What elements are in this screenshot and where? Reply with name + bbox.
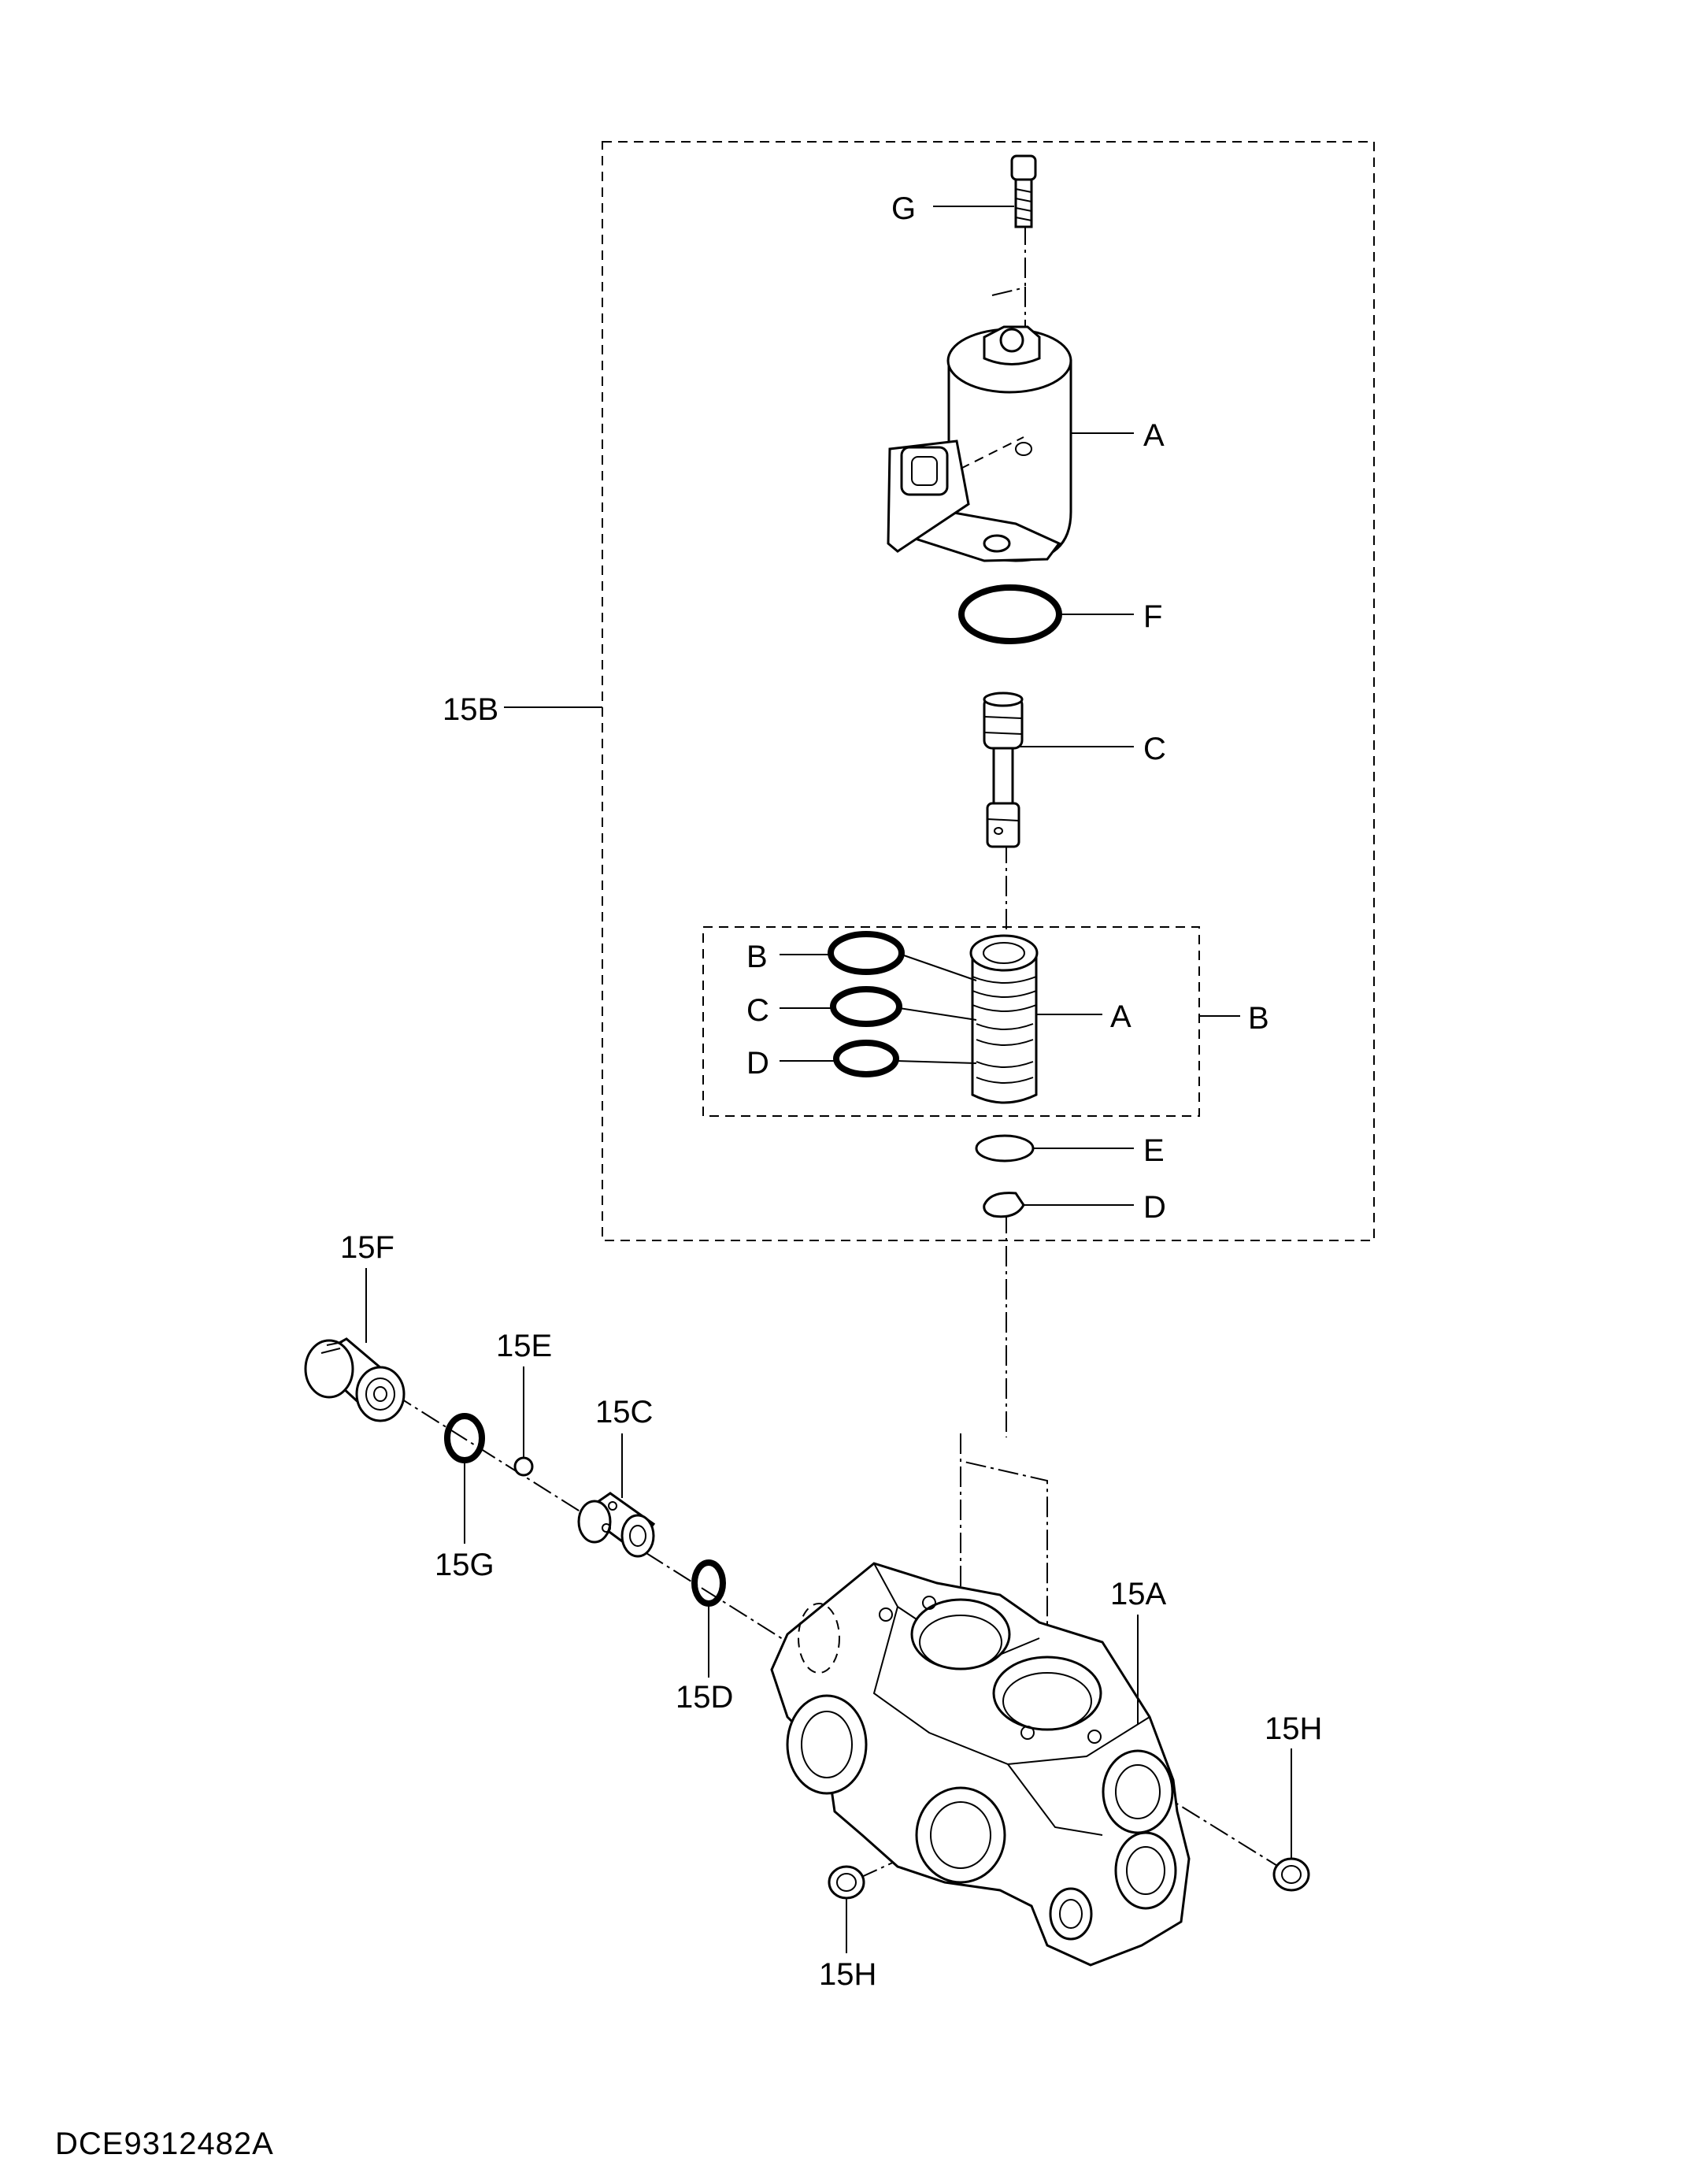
spool-c xyxy=(983,692,1024,848)
label-g: G xyxy=(891,191,916,226)
o-ring-15d xyxy=(691,1559,726,1607)
seal-ring-b xyxy=(828,931,905,975)
label-15h-bottom: 15H xyxy=(819,1957,876,1992)
label-15c: 15C xyxy=(595,1395,653,1429)
group-15b-box xyxy=(602,141,1375,1241)
leader-lines xyxy=(365,206,1292,1953)
label-b-ring: B xyxy=(746,940,768,974)
group-b-box xyxy=(702,926,1200,1117)
seal-ring-c xyxy=(830,986,902,1027)
label-a-sleeve: A xyxy=(1110,999,1131,1034)
label-15b: 15B xyxy=(443,692,498,727)
clip-d xyxy=(983,1192,1025,1218)
label-c-spool: C xyxy=(1143,732,1166,766)
label-d-clip: D xyxy=(1143,1190,1166,1225)
label-e: E xyxy=(1143,1133,1165,1168)
plug-15f xyxy=(304,1337,406,1422)
cap-screw-g xyxy=(1010,154,1037,228)
ball-15e xyxy=(513,1456,534,1477)
o-ring-f xyxy=(958,584,1062,644)
disc-e xyxy=(975,1134,1035,1162)
label-15g: 15G xyxy=(435,1548,494,1582)
label-15d: 15D xyxy=(676,1680,733,1715)
label-f: F xyxy=(1143,599,1162,634)
document-code: DCE9312482A xyxy=(55,2127,274,2161)
seal-ring-d xyxy=(833,1040,899,1077)
plug-15h-bottom xyxy=(828,1865,865,1900)
label-d-ring: D xyxy=(746,1046,769,1081)
valve-body-15a xyxy=(770,1562,1191,1967)
solenoid-coil-a xyxy=(887,325,1072,562)
plug-15h-right xyxy=(1272,1857,1310,1892)
label-15e: 15E xyxy=(496,1329,552,1363)
label-15h-right: 15H xyxy=(1265,1711,1322,1746)
label-c-ring: C xyxy=(746,993,769,1028)
label-b-group: B xyxy=(1248,1001,1269,1036)
sleeve-15c xyxy=(577,1492,656,1558)
label-a-solenoid: A xyxy=(1143,418,1165,453)
label-15f: 15F xyxy=(340,1230,394,1265)
valve-sleeve-a xyxy=(969,934,1039,1104)
label-15a: 15A xyxy=(1110,1577,1166,1611)
